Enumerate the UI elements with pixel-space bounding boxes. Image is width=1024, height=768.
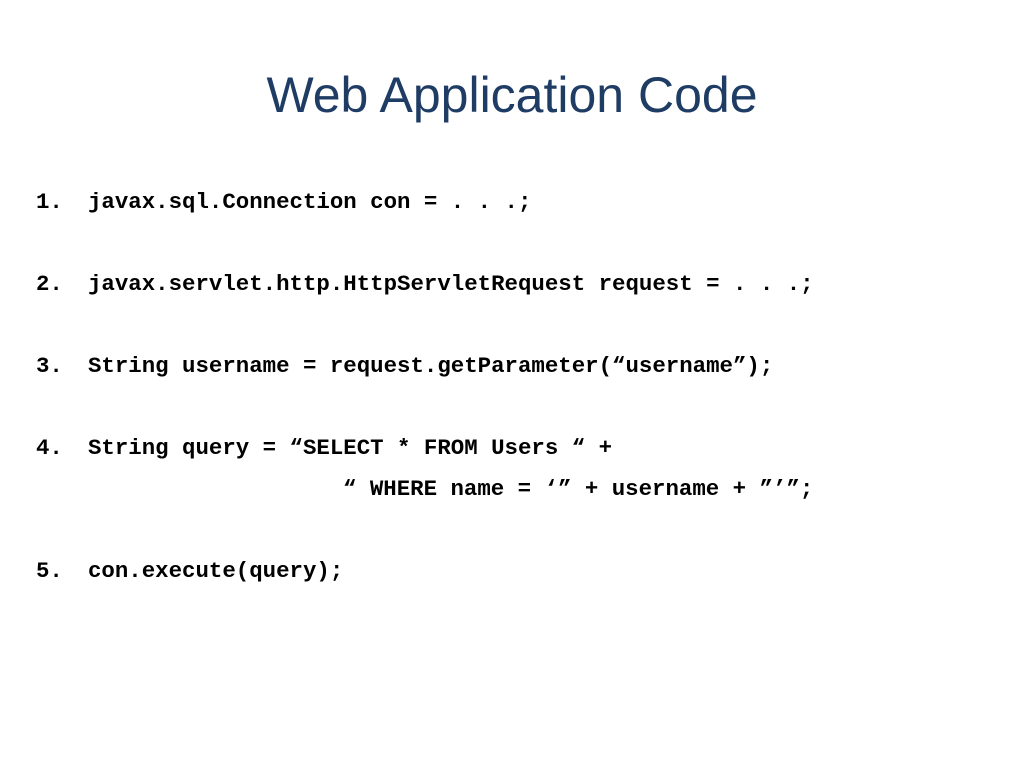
line-number: 5. [36,558,63,584]
code-text: String query = “SELECT * FROM Users “ + [88,435,613,461]
code-line-1: 1. javax.sql.Connection con = . . .; [36,188,531,216]
code-line-4: 4. String query = “SELECT * FROM Users “ … [36,434,612,462]
line-number: 1. [36,189,63,215]
code-text: “ WHERE name = ‘” + username + ”’”; [343,476,814,502]
code-text: String username = request.getParameter(“… [88,353,774,379]
code-line-2: 2. javax.servlet.http.HttpServletRequest … [36,270,814,298]
line-number: 4. [36,435,63,461]
code-text: javax.sql.Connection con = . . .; [88,189,532,215]
slide-title: Web Application Code [266,67,758,123]
code-line-5: 5. con.execute(query); [36,557,343,585]
code-line-4-continuation: “ WHERE name = ‘” + username + ”’”; [343,475,813,503]
code-text: con.execute(query); [88,558,344,584]
line-number: 3. [36,353,63,379]
code-line-3: 3. String username = request.getParameter… [36,352,773,380]
code-text: javax.servlet.http.HttpServletRequest re… [88,271,814,297]
line-number: 2. [36,271,63,297]
